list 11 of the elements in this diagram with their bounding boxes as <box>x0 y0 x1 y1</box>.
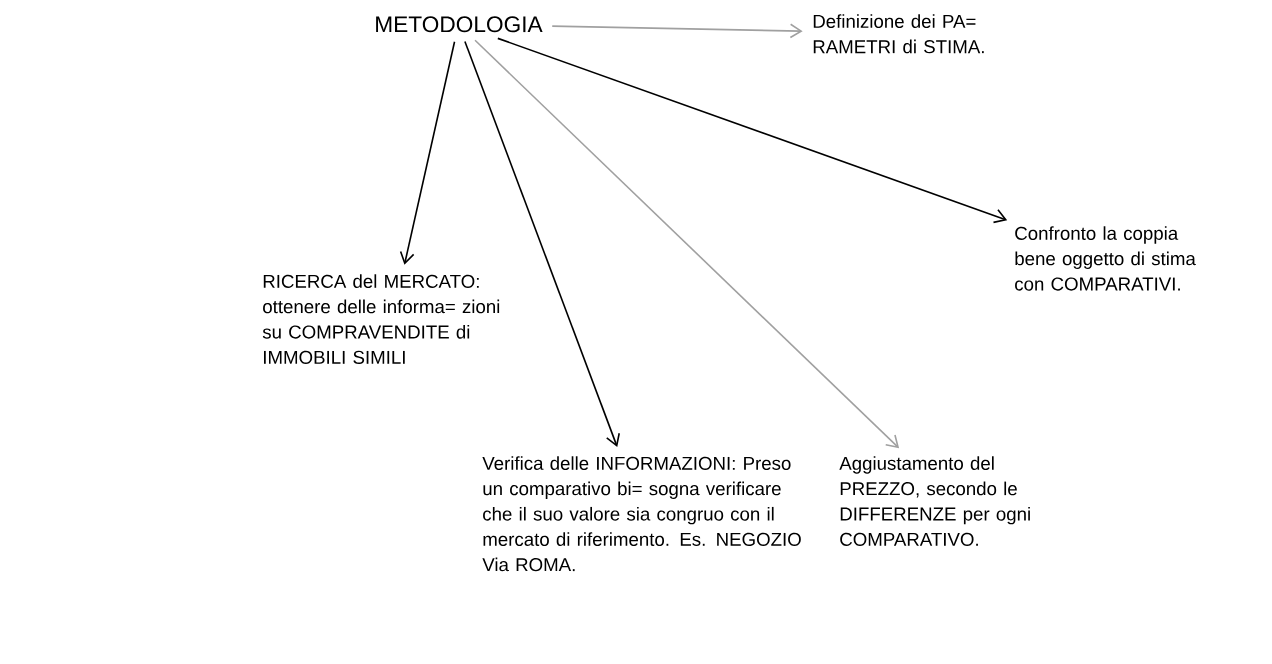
note-text: Confronto la coppia bene oggetto di stima con COMPARATIVI. <box>1015 226 1196 291</box>
arrow <box>464 40 620 447</box>
arrow <box>399 41 456 265</box>
title-text: METODOLOGIA <box>376 16 543 33</box>
arrow <box>474 39 900 449</box>
note-text: Verifica delle INFORMAZIONI: Preso un comparativo bi= sogna verificare che il suo valore sia congruo con il mercato di riferimento. Es. NEGOZIO Via ROMA. <box>482 456 801 572</box>
note-text: Definizione dei PA= RAMETRI di STIMA. <box>813 14 984 54</box>
note-text: Aggiustamento del PREZZO, secondo le DIFFERENZE per ogni COMPARATIVO. <box>839 456 1030 546</box>
arrow <box>497 37 1008 224</box>
note-text: RICERCA del MERCATO: ottenere delle informa= zioni su COMPRAVENDITE di IMMOBILI SIMILI <box>262 274 500 364</box>
arrow <box>551 23 803 39</box>
